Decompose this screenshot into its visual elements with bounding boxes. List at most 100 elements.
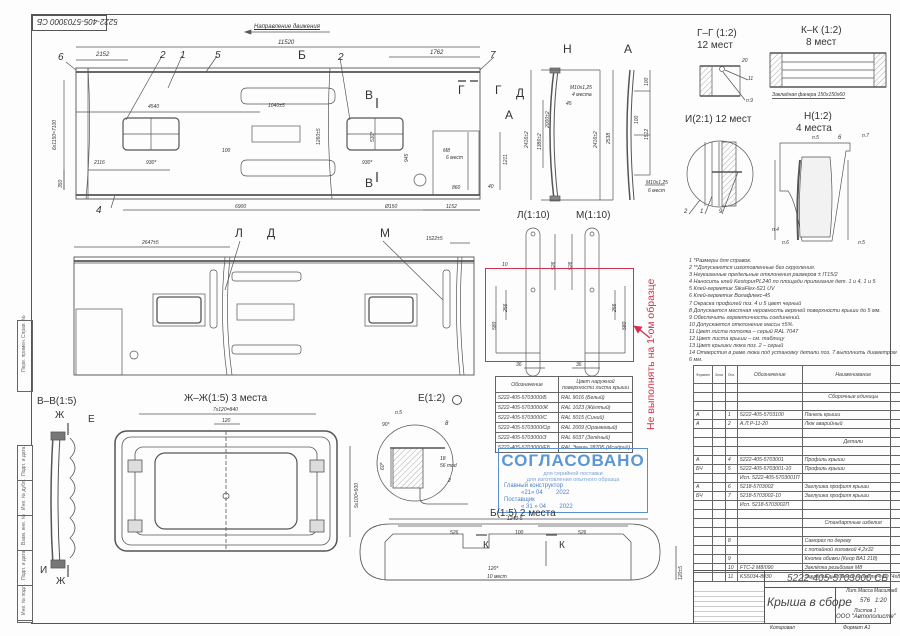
section-mark-g-right: Г bbox=[495, 83, 502, 97]
stamp-date2: « 31 » 04 bbox=[521, 504, 547, 510]
stamp-date1-row: «21» 04 2022 bbox=[499, 490, 647, 497]
title-block-left-grid bbox=[694, 587, 764, 623]
spec-row bbox=[693, 446, 900, 456]
side-h-2538: 2538 bbox=[606, 132, 612, 144]
stamp-date2-row: « 31 » 04 2022 bbox=[499, 504, 647, 511]
section-e-title: Е(1:2) bbox=[418, 393, 446, 404]
section-b-dim-100: 100 bbox=[515, 530, 524, 536]
spec-header-name: Наименование bbox=[801, 365, 900, 384]
note: 6 Клей-герметик Волафлекс-45 bbox=[689, 293, 771, 300]
approval-stamp: СОГЛАСОВАНО для серийной поставки для из… bbox=[498, 448, 648, 513]
callout-2: 2 bbox=[160, 50, 166, 61]
drawing-frame bbox=[31, 14, 891, 624]
section-kk-note: Закладная фанера 150х150х60 bbox=[772, 92, 845, 99]
stamp-chief: Главный конструктор bbox=[504, 483, 563, 489]
section-mark-a: А bbox=[505, 108, 514, 122]
dim-m8: М8 bbox=[443, 148, 450, 154]
title-block-sheets: Листов 1 bbox=[854, 608, 877, 614]
section-b-k-right: К bbox=[559, 540, 565, 551]
section-zhzh-title: Ж–Ж(1:5) 3 места bbox=[184, 393, 268, 404]
dim-overall: 11520 bbox=[278, 40, 295, 46]
section-e-p5: п.5 bbox=[395, 410, 402, 416]
dim-1152: 1152 bbox=[446, 204, 457, 210]
spec-row: Стандартные изделия bbox=[693, 518, 900, 528]
note: 14 Отверстия в раме люка под установку д… bbox=[689, 350, 897, 364]
dim-1260: 1260±5 bbox=[316, 128, 322, 145]
note: 7 Окраска профилей поз. 4 и 5 цвет черны… bbox=[689, 300, 802, 307]
callout-4: 4 bbox=[96, 205, 102, 216]
title-block-name-cell: Крыша в сборе bbox=[764, 587, 852, 623]
title-block-title: Крыша в сборе bbox=[767, 595, 852, 609]
spec-header-zone: Зона bbox=[711, 365, 726, 384]
dim-6900: 6900 bbox=[235, 204, 247, 210]
callout-7: 7 bbox=[490, 50, 496, 61]
title-block-organization: ООО "Автополисте" bbox=[836, 614, 896, 620]
stamp-date1: «21» 04 bbox=[521, 490, 543, 496]
lower-dim-right: 1522±5 bbox=[426, 236, 443, 242]
side-stamp-label-0: Перв. примен. bbox=[21, 338, 27, 372]
note: 9 Обеспечить герметичность соединений. bbox=[689, 314, 801, 321]
side-h-2416b: 2416±2 bbox=[593, 131, 599, 148]
spec-header-pos: Поз. bbox=[724, 365, 738, 384]
section-h-p6: п.6 bbox=[782, 240, 789, 246]
spec-row bbox=[693, 428, 900, 438]
spec-row: Детали bbox=[693, 437, 900, 447]
section-mark-g-left: Г bbox=[458, 83, 465, 97]
stamp-line2: для изготовления опытного образца bbox=[526, 477, 620, 483]
note: 5 Клей-герметик SikaFlex-521 UV bbox=[689, 286, 775, 293]
section-b-k-left: К bbox=[483, 540, 489, 551]
detail-m-label: М(1:10) bbox=[576, 210, 611, 221]
callout-2b: 2 bbox=[338, 52, 344, 63]
dim-2116: 2116 bbox=[94, 160, 105, 166]
section-b-dim-120-5: 120±5 bbox=[678, 566, 684, 580]
section-h-6: 6 bbox=[838, 135, 842, 141]
title-block-lit: Лит. bbox=[846, 588, 858, 594]
color-header-color: Цвет наружной поверхности листа крыши bbox=[557, 376, 634, 393]
section-mark-v-bottom: В bbox=[365, 176, 374, 190]
detail-l-label: Л(1:10) bbox=[517, 210, 550, 221]
note: 11 Цвет листа потолка – серый RAL 7047 bbox=[689, 328, 799, 335]
section-i-callout-2: 2 bbox=[684, 209, 688, 215]
side-h-2000: 2000±2 bbox=[545, 111, 551, 128]
section-h-title: Н(1:2) bbox=[804, 111, 832, 122]
stamp-supplier: Поставщик bbox=[504, 497, 535, 503]
detail-l-20: 36 bbox=[516, 362, 522, 368]
section-b-dim-526-right: 526 bbox=[578, 530, 587, 536]
side-stamp-label-2: Подп. и дата bbox=[21, 446, 27, 476]
dim-1211: 1211 bbox=[503, 154, 509, 165]
spec-row bbox=[693, 527, 900, 537]
section-kk-count: 8 мест bbox=[806, 37, 837, 48]
color-header-designation: Обозначение bbox=[495, 376, 559, 393]
section-e-60: 60* bbox=[380, 462, 386, 470]
side-a-100b: 100 bbox=[634, 115, 640, 124]
section-vv-mark-e: Е bbox=[88, 414, 95, 425]
section-e-8: 8 bbox=[445, 421, 449, 427]
title-block-doc-number: 5222-405-5703000 СБ bbox=[787, 573, 889, 584]
side-a-thread-count: 6 мест bbox=[648, 188, 665, 194]
note: 2 **Допускаются изготовленные без скругл… bbox=[689, 265, 816, 272]
title-block-docnum-row: 5222-405-5703000 СБ bbox=[764, 571, 890, 588]
dim-height-left: 6х1150=7100 bbox=[52, 119, 58, 150]
section-h-p4: п.4 bbox=[772, 227, 779, 233]
section-vv-mark-zh-top: Ж bbox=[55, 410, 65, 421]
spec-row: с потайной головкой 4,2х32 bbox=[693, 545, 900, 555]
section-b-dim-1240: 1240-5 bbox=[507, 516, 523, 522]
section-zhzh-dim-120: 120 bbox=[222, 418, 231, 424]
spec-row: Сборочные единицы bbox=[693, 392, 900, 402]
mark-l: Л bbox=[235, 226, 243, 240]
section-zhzh-dim-500: 5х100=500 bbox=[354, 483, 360, 508]
section-mark-v-top: В bbox=[365, 88, 374, 102]
specification-table: Формат Зона Поз. Обозначение Наименовани… bbox=[693, 365, 900, 582]
spec-row bbox=[693, 383, 900, 393]
